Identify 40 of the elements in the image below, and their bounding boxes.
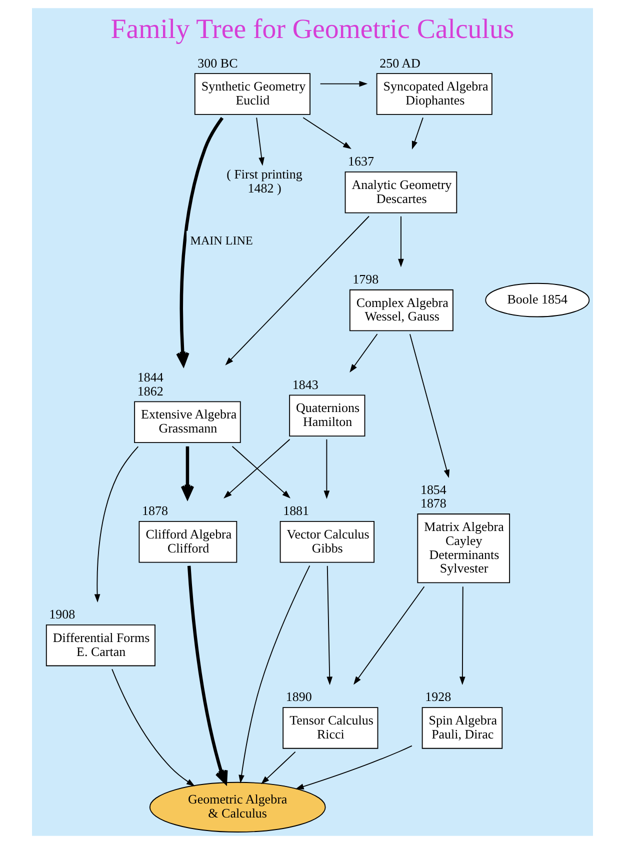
arrow bbox=[412, 117, 424, 150]
arrow bbox=[238, 565, 310, 784]
node-ellipse: Boole 1854 bbox=[485, 282, 590, 318]
node-text: ( First printing 1482 ) bbox=[226, 166, 302, 196]
arrow bbox=[320, 80, 368, 87]
arrow bbox=[225, 216, 370, 366]
node-label: 1881 bbox=[283, 503, 310, 518]
node-label: 1862 bbox=[137, 383, 164, 398]
arrow bbox=[350, 334, 378, 373]
arrow bbox=[326, 565, 333, 686]
node-label: 1798 bbox=[352, 272, 379, 287]
arrow bbox=[398, 216, 404, 268]
arrow bbox=[112, 668, 195, 786]
node-label: 1908 bbox=[49, 606, 76, 622]
node-label: 1928 bbox=[425, 689, 452, 704]
arrow bbox=[94, 446, 139, 603]
node-label: 1637 bbox=[348, 154, 374, 169]
arrow bbox=[180, 446, 194, 500]
node-label: 1878 bbox=[142, 503, 168, 518]
diagram-title: Family Tree for Geometric Calculus bbox=[110, 14, 514, 45]
node-label: 1854 bbox=[420, 482, 446, 497]
node-label: 1878 bbox=[420, 496, 446, 511]
arrow bbox=[176, 116, 224, 366]
node-label: 1844 bbox=[137, 369, 164, 384]
node-label: 1890 bbox=[286, 689, 312, 704]
arrow bbox=[460, 586, 466, 686]
arrow bbox=[256, 117, 264, 166]
arrow bbox=[354, 586, 425, 685]
arrow bbox=[224, 438, 290, 498]
arrow bbox=[324, 438, 330, 499]
arrow bbox=[261, 751, 296, 784]
node-label: 250 AD bbox=[380, 55, 420, 70]
arrow bbox=[295, 745, 412, 790]
edge-label: MAIN LINE bbox=[190, 233, 253, 248]
node-label: 1843 bbox=[292, 376, 318, 392]
arrow bbox=[187, 566, 228, 784]
arrow bbox=[232, 446, 290, 498]
node-label: 300 BC bbox=[198, 55, 238, 70]
arrow bbox=[409, 334, 450, 478]
arrow bbox=[302, 117, 352, 150]
